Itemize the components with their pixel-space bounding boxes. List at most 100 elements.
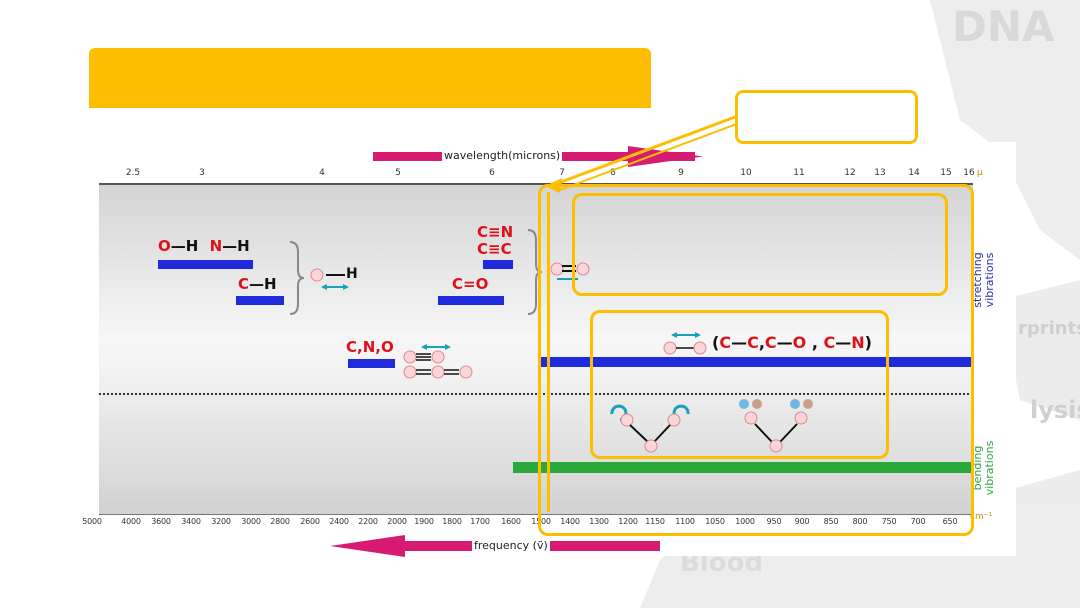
callout-pointer-line-2 xyxy=(559,121,743,191)
braces xyxy=(289,229,543,315)
wavelength-tick: 12 xyxy=(844,168,856,178)
cno-band xyxy=(348,359,395,368)
bending-band xyxy=(513,462,972,473)
callout-pointer-line-1 xyxy=(552,115,736,187)
frequency-arrow-head xyxy=(330,535,405,557)
frequency-tick: 3400 xyxy=(181,517,201,526)
triple-double-molecule xyxy=(550,262,590,280)
frequency-tick: 1600 xyxy=(501,517,521,526)
watermark-right-2: lysis xyxy=(1030,396,1080,424)
sb-c3: C xyxy=(764,333,777,352)
watermark-title: DNA xyxy=(952,2,1055,51)
sb-o: O xyxy=(792,333,807,352)
triple-bond-band xyxy=(483,260,513,269)
fingerprint-detail-box xyxy=(590,310,889,459)
wavelength-tick: 16 xyxy=(963,168,975,178)
frequency-unit: cm⁻¹ xyxy=(970,512,993,522)
frequency-tick: 1100 xyxy=(675,517,695,526)
frequency-tick: 1800 xyxy=(442,517,462,526)
frequency-tick: 700 xyxy=(910,517,926,526)
oh-o: O xyxy=(158,237,171,255)
xh-stretch-molecule xyxy=(310,268,349,290)
bending-molecule-2 xyxy=(739,399,813,453)
stretch-bend-divider xyxy=(99,393,973,395)
frequency-tick: 1150 xyxy=(645,517,665,526)
ch-band xyxy=(236,296,284,305)
frequency-tick: 850 xyxy=(823,517,839,526)
ch-rest: —H xyxy=(249,275,277,293)
stretching-vibrations-word: vibrations xyxy=(983,252,996,308)
frequency-tick: 1300 xyxy=(589,517,609,526)
frequency-tick: 1200 xyxy=(618,517,638,526)
oh-nh-band xyxy=(158,260,253,269)
bending-vibrations-word: vibrations xyxy=(983,440,996,496)
oh-rest: —H xyxy=(170,237,199,255)
frequency-tick: 1900 xyxy=(414,517,434,526)
wavelength-tick: 9 xyxy=(678,168,684,178)
frequency-tick: 3600 xyxy=(151,517,171,526)
watermark-right-1: rprints xyxy=(1018,318,1080,339)
cc-triple-label: C≡C xyxy=(477,240,512,258)
frequency-tick: 4000 xyxy=(121,517,141,526)
frequency-tick: 3200 xyxy=(211,517,231,526)
frequency-tick: 2200 xyxy=(358,517,378,526)
oh-nh-label: O—H N—H xyxy=(158,237,250,255)
fingerprint-region-inner-frame xyxy=(547,192,551,512)
cno-label: C,N,O xyxy=(346,338,394,356)
wavelength-tick: 11 xyxy=(793,168,805,178)
sb-comma2: , xyxy=(806,333,824,352)
bending-label: bending vibrations xyxy=(971,438,996,498)
sb-dash1: — xyxy=(731,333,748,352)
frequency-tick: 5000 xyxy=(82,517,102,526)
frequency-tick: 1400 xyxy=(560,517,580,526)
wavelength-tick: 8 xyxy=(610,168,616,178)
sb-c1: C xyxy=(719,333,732,352)
single-bond-molecule xyxy=(663,332,707,355)
cn-triple-label: C≡N xyxy=(477,223,514,241)
frequency-tick: 1500 xyxy=(531,517,551,526)
single-bond-band xyxy=(540,357,972,367)
sb-dash3: — xyxy=(835,333,852,352)
wavelength-tick: 15 xyxy=(940,168,952,178)
wavelength-tick: 4 xyxy=(319,168,325,178)
frequency-tick: 750 xyxy=(881,517,897,526)
fingerprint-region-outer-box xyxy=(538,184,974,536)
co-c: C xyxy=(452,275,464,293)
sb-comma1: , xyxy=(758,333,765,352)
frequency-tick: 900 xyxy=(794,517,810,526)
sb-c4: C xyxy=(823,333,836,352)
h-atom-label: H xyxy=(346,266,358,282)
frequency-tick: 2400 xyxy=(329,517,349,526)
co-rest: =O xyxy=(463,275,489,293)
ch-c: C xyxy=(238,275,250,293)
sb-close: ) xyxy=(864,333,872,352)
wavelength-tick: 6 xyxy=(489,168,495,178)
single-bonds-label: (C—C,C—O , C—N) xyxy=(712,333,872,352)
wavelength-tick: 10 xyxy=(740,168,752,178)
frequency-tick: 650 xyxy=(942,517,958,526)
frequency-label: frequency (ṽ) xyxy=(472,539,550,552)
cno-molecule xyxy=(403,344,473,379)
wavelength-tick: 7 xyxy=(559,168,565,178)
sb-c2: C xyxy=(747,333,759,352)
wavelength-tick: 3 xyxy=(199,168,205,178)
ch-label: C—H xyxy=(238,275,277,293)
wavelength-tick: 13 xyxy=(874,168,886,178)
frequency-tick: 800 xyxy=(852,517,868,526)
wavelength-tick: 14 xyxy=(908,168,920,178)
co-double-band xyxy=(438,296,504,305)
frequency-tick: 2800 xyxy=(270,517,290,526)
stretching-callout-box xyxy=(572,193,948,296)
sb-open: ( xyxy=(712,333,720,352)
slide-title-bar xyxy=(89,48,651,108)
frequency-tick: 1700 xyxy=(470,517,490,526)
nh-n: N xyxy=(209,237,223,255)
wavelength-tick: 2.5 xyxy=(125,168,141,178)
wavelength-unit: μ xyxy=(977,168,983,178)
nh-rest: —H xyxy=(222,237,250,255)
frequency-tick: 2600 xyxy=(300,517,320,526)
frequency-tick: 2000 xyxy=(387,517,407,526)
frequency-tick: 1050 xyxy=(705,517,725,526)
frequency-tick: 950 xyxy=(766,517,782,526)
